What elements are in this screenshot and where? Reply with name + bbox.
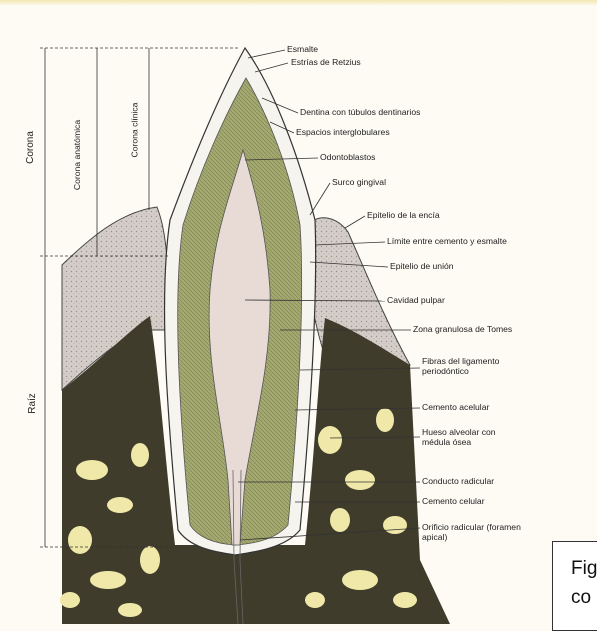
caption-box: Fig co — [552, 541, 597, 631]
label-limite: Límite entre cemento y esmalte — [387, 236, 507, 246]
label-hueso: Hueso alveolar con médula ósea — [422, 427, 522, 447]
label-corona: Corona — [25, 131, 36, 164]
label-odontoblastos: Odontoblastos — [320, 152, 375, 162]
label-epitelio-encia: Epitelio de la encía — [367, 210, 440, 220]
label-estrias: Estrías de Retzius — [291, 57, 361, 67]
label-zona-granulosa: Zona granulosa de Tomes — [413, 324, 512, 334]
label-dentina: Dentina con túbulos dentinarios — [300, 107, 420, 117]
label-cemento-celular: Cemento celular — [422, 496, 485, 506]
label-orificio: Orificio radicular (foramen apical) — [422, 522, 532, 542]
label-espacios: Espacios interglobulares — [296, 127, 390, 137]
label-conducto: Conducto radicular — [422, 476, 494, 486]
label-raiz: Raíz — [27, 393, 38, 414]
label-cavidad: Cavidad pulpar — [387, 295, 445, 305]
caption-line-1: Fig — [571, 554, 597, 583]
caption-line-2: co — [571, 583, 597, 612]
label-corona-anatomica: Corona anatómica — [72, 120, 82, 190]
label-fibras: Fibras del ligamento periodóntico — [422, 356, 542, 376]
label-corona-clinica: Corona clínica — [129, 103, 139, 158]
label-epitelio-union: Epitelio de unión — [390, 261, 454, 271]
label-surco: Surco gingival — [332, 177, 386, 187]
label-cemento-acelular: Cemento acelular — [422, 402, 489, 412]
label-esmalte: Esmalte — [287, 44, 318, 54]
